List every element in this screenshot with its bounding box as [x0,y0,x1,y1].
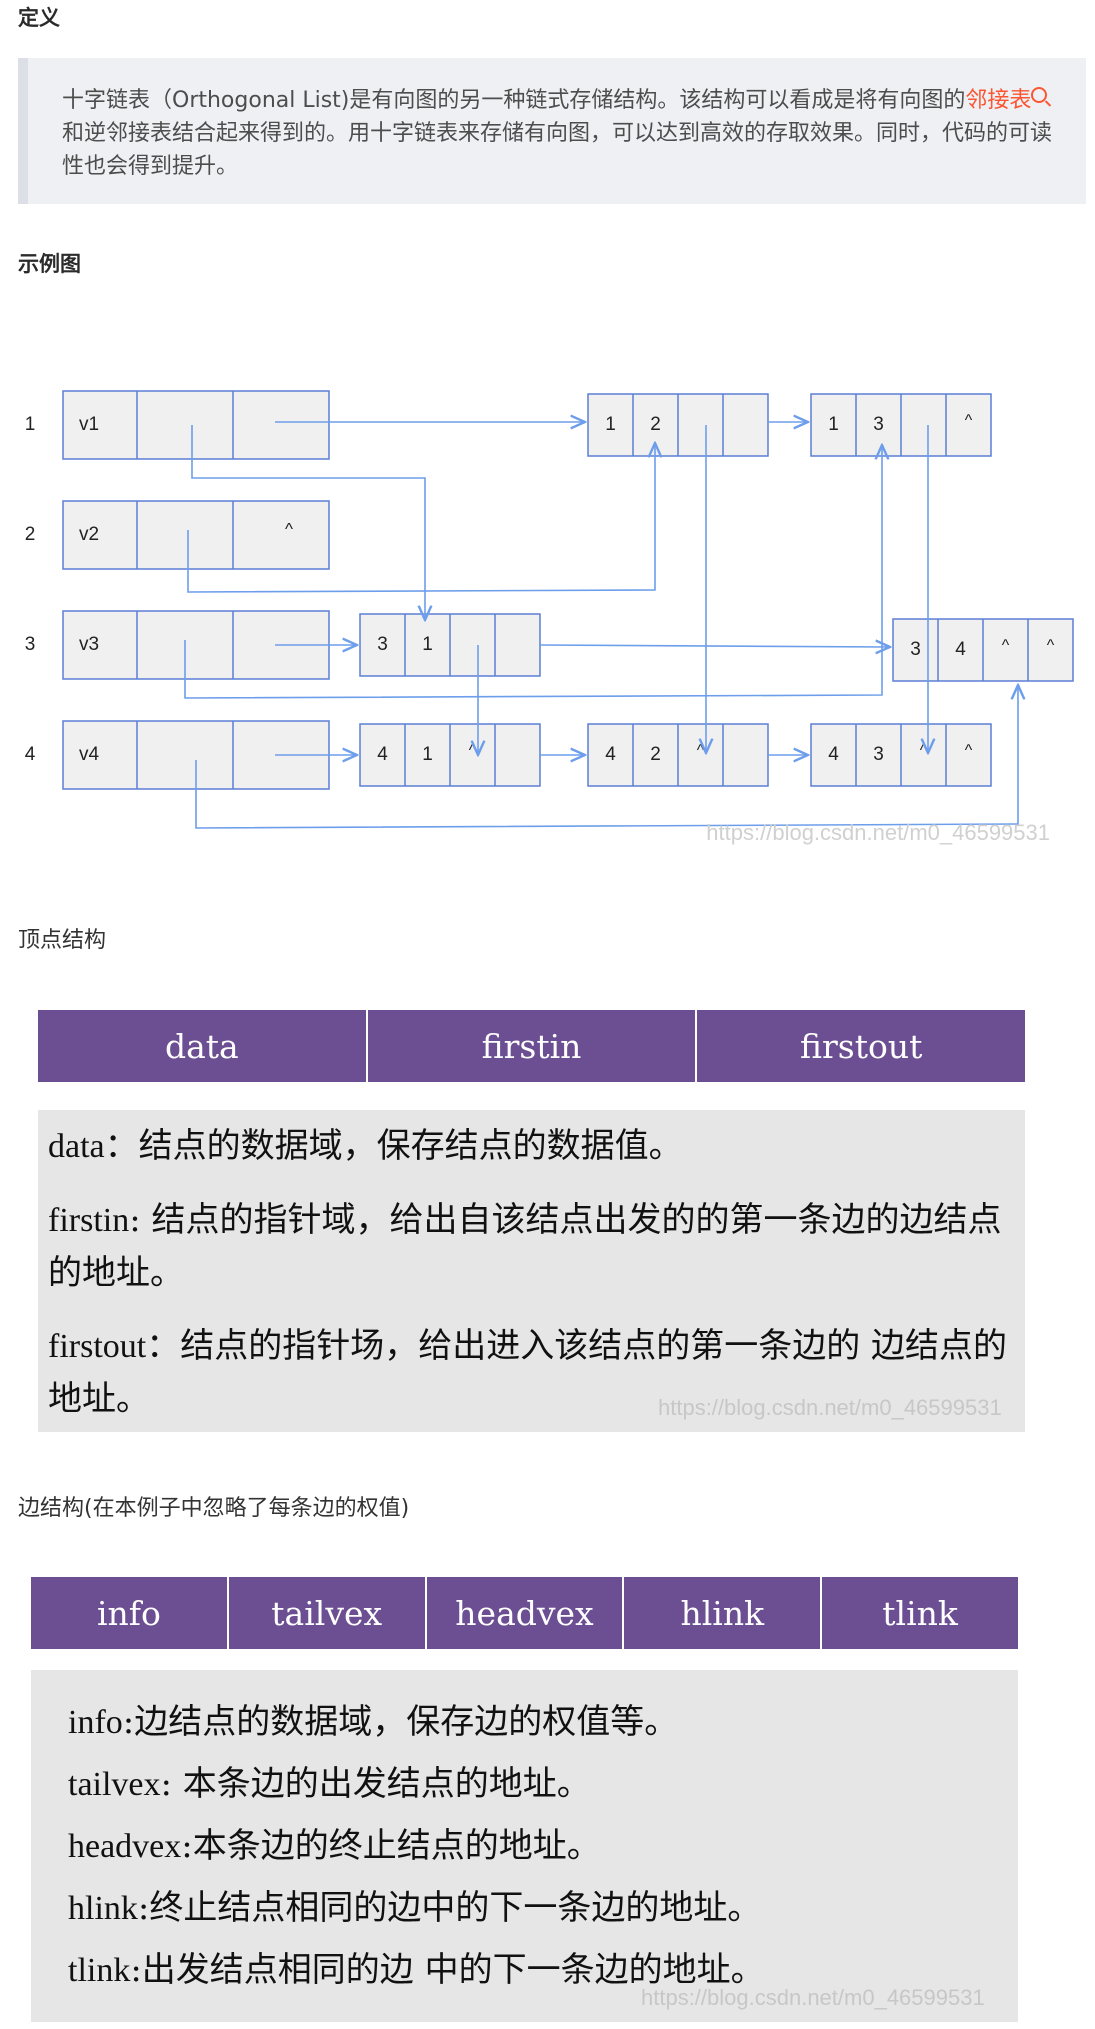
null-pointer: ^ [965,412,973,429]
desc: : 结点的指针域，给出自该结点出发的的第一条边的边结点的地址。 [48,1200,1002,1293]
edge-tail-label: 4 [377,744,388,765]
edge-desc-tlink: tlink:出发结点相同的边 中的下一条边的地址。 [68,1944,1028,1997]
edge-structure-label: 边结构(在本例子中忽略了每条边的权值) [18,1496,410,1521]
arrow-v3-in [184,445,882,699]
vertex-data-label: v2 [79,524,99,545]
edge-header-tlink: tlink [882,1593,958,1633]
row-label-1: 1 [25,414,36,435]
edge-desc-tailvex: tailvex: 本条边的出发结点的地址。 [68,1758,1028,1811]
vertex-desc-firstout: firstout：结点的指针场，给出进入该结点的第一条边的 边结点的地址。 [48,1320,1008,1425]
edge-header-headvex: headvex [427,1577,625,1649]
edge-head-label: 2 [650,744,661,765]
definition-text-part1: 十字链表（Orthogonal List)是有向图的另一种链式存储结构。该结构可… [62,88,966,113]
edge-head-label: 3 [873,744,884,765]
edge-tail-label: 3 [910,639,921,660]
row-label-2: 2 [25,524,36,545]
vertex-structure-label: 顶点结构 [18,928,107,953]
edge-tail-label: 4 [605,744,616,765]
edge-header-hlink: hlink [624,1577,823,1649]
null-pointer: ^ [285,519,293,538]
term: firstin [48,1202,130,1239]
arrow-v2-in [187,443,655,593]
null-pointer: ^ [469,742,477,759]
edge-desc-info: info:边结点的数据域，保存边的权值等。 [68,1696,1028,1749]
row-label-3: 3 [25,634,36,655]
term: hlink [68,1890,138,1927]
vertex-header-firstout: firstout [799,1026,923,1066]
watermark: https://blog.csdn.net/m0_46599531 [658,1395,1002,1420]
vertex-desc-data: data：结点的数据域，保存结点的数据值。 [48,1120,1008,1173]
vertex-structure-header: data firstin firstout [38,1010,1025,1082]
definition-heading: 定义 [18,6,60,30]
watermark: https://blog.csdn.net/m0_46599531 [641,1985,985,2010]
desc: :本条边的终止结点的地址。 [181,1826,601,1866]
term: tlink [68,1952,131,1989]
watermark: https://blog.csdn.net/m0_46599531 [706,820,1050,845]
edge-head-label: 2 [650,414,661,435]
vertex-desc-firstin: firstin: 结点的指针域，给出自该结点出发的的第一条边的边结点的地址。 [48,1194,1008,1299]
term: firstout [48,1328,147,1365]
search-icon[interactable] [1031,87,1048,103]
edge-tail-label: 1 [605,414,616,435]
desc: :边结点的数据域，保存边的权值等。 [122,1702,679,1742]
null-pointer: ^ [1047,637,1055,654]
vertex-header-data: data [38,1010,368,1082]
edge-header-info: info [31,1577,229,1649]
example-heading: 示例图 [18,252,81,276]
term: tailvex [68,1766,161,1803]
vertex-node-2 [62,500,330,570]
adjacency-list-link[interactable]: 邻接表 [965,88,1032,113]
definition-text-part2: 和逆邻接表结合起来得到的。用十字链表来存储有向图，可以达到高效的存取效果。同时，… [62,121,1053,179]
desc: :终止结点相同的边中的下一条边的地址。 [137,1888,762,1928]
edge-tail-label: 4 [828,744,839,765]
vertex-data-label: v3 [79,634,99,655]
row-label-4: 4 [25,744,36,765]
arrow-tlink-3 [539,645,890,647]
arrow-v4-in [195,685,1018,829]
definition-blockquote: 十字链表（Orthogonal List)是有向图的另一种链式存储结构。该结构可… [18,58,1086,204]
vertex-header-firstin: firstin [368,1010,698,1082]
arrow-v1-in [191,425,425,620]
term: info [68,1704,123,1741]
edge-head-label: 1 [422,744,433,765]
edge-head-label: 3 [873,414,884,435]
vertex-data-label: v4 [79,744,100,765]
desc: ：结点的数据域，保存结点的数据值。 [104,1126,683,1166]
desc: :出发结点相同的边 中的下一条边的地址。 [130,1950,765,1990]
vertex-node-1 [62,390,330,460]
edge-tail-label: 1 [828,414,839,435]
edge-description-box: info:边结点的数据域，保存边的权值等。 tailvex: 本条边的出发结点的… [31,1670,1018,2022]
desc: : 本条边的出发结点的地址。 [160,1764,591,1804]
desc: ：结点的指针场，给出进入该结点的第一条边的 边结点的地址。 [48,1326,1008,1419]
edge-desc-hlink: hlink:终止结点相同的边中的下一条边的地址。 [68,1882,1028,1935]
term: data [48,1128,105,1165]
edge-desc-headvex: headvex:本条边的终止结点的地址。 [68,1820,1028,1873]
edge-header-tailvex: tailvex [229,1577,427,1649]
edge-tail-label: 3 [377,634,388,655]
null-pointer: ^ [920,742,928,759]
edge-head-label: 4 [955,639,966,660]
definition-text: 十字链表（Orthogonal List)是有向图的另一种链式存储结构。该结构可… [62,84,1072,183]
vertex-description-box: data：结点的数据域，保存结点的数据值。 firstin: 结点的指针域，给出… [38,1110,1025,1432]
vertex-data-label: v1 [79,414,99,435]
null-pointer: ^ [1002,637,1010,654]
null-pointer: ^ [697,742,705,759]
null-pointer: ^ [965,742,973,759]
edge-structure-header: info tailvex headvex hlink tlink [31,1577,1018,1649]
edge-head-label: 1 [422,634,433,655]
orthogonal-list-diagram: 1 2 3 4 v1 v2 ^ v3 v4 1 2 1 3 ^ 3 1 3 4 ^ ^ 4 1 ^ 4 2 ^ 4 3 ^ ^ https:… [25,390,1074,845]
term: headvex [68,1828,182,1865]
